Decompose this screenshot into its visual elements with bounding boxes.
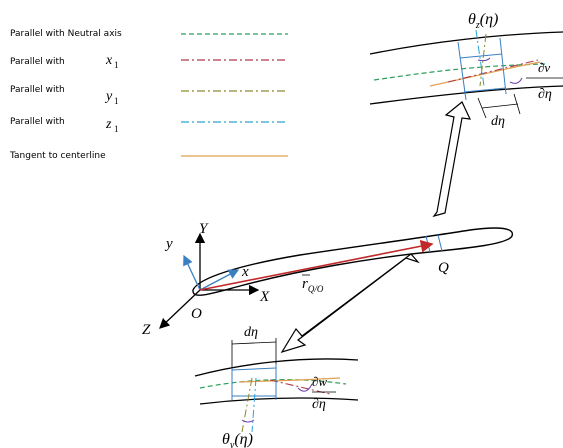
origin-label: O [191,306,202,322]
axis-Z-label: Z [142,322,151,338]
bottom-inset-neutral-axis [199,379,347,389]
theta-z-sub: z [475,20,480,31]
legend-label-tangent: Tangent to centerline [9,151,106,161]
legend-item-z1: Parallel with z 1 [10,117,288,134]
bottom-inset-deta-dimension [231,341,277,345]
local-axes: y x [164,236,249,291]
top-inset-z1-line [475,29,485,87]
legend-item-x1: Parallel with x 1 [10,53,288,70]
beam-outline [192,227,513,296]
bottom-inset-z1-line [251,377,257,433]
top-zoom-inset: dη θz(η) ∂v ∂η [369,11,563,129]
dw-numerator: ∂w [312,374,327,389]
bottom-inset-tangent [239,377,341,383]
theta-y-sub: y [229,440,235,448]
legend-symbol-x: x [105,53,113,68]
r-vector-label: rQ/O [302,276,324,294]
legend-symbol-y: y [104,89,113,104]
hollow-arrow-down [280,253,420,354]
local-y-label: y [164,236,173,252]
bottom-inset-slope-arc [297,383,313,392]
arrow-to-top-inset [432,101,472,218]
theta-y-arg: (η) [234,431,253,448]
legend-label-x1: Parallel with [10,57,65,67]
legend-symbol-z: z [105,117,112,132]
legend: Parallel with Neutral axis Parallel with… [9,29,288,161]
theta-y-label: θy(η) [222,431,253,448]
axis-Y-label: Y [199,221,209,237]
hollow-arrow-up [432,101,472,218]
legend-item-neutral-axis: Parallel with Neutral axis [10,29,288,39]
theta-z-base: θ [468,11,476,28]
local-x-arrow [199,269,240,291]
top-inset-section-right [499,37,507,95]
dv-numerator: ∂v [538,60,550,75]
beam-section-right [437,234,443,252]
legend-label-y1: Parallel with [10,85,65,95]
legend-item-y1: Parallel with y 1 [10,85,288,106]
bottom-inset-y1-line [241,377,253,433]
top-inset-y1-line [479,33,487,87]
r-q-o-vector [199,239,434,291]
r-vector-main: r [302,276,308,292]
bottom-zoom-inset: dη ∂w ∂η θy(η) [194,325,359,448]
r-vector-sub: Q/O [308,284,324,294]
theta-z-arg: (η) [480,11,499,28]
position-vector: rQ/O Q [199,239,449,294]
bottom-inset-deta-label: dη [244,325,258,340]
bottom-inset-lower-edge [199,397,359,405]
top-inset-deta-label: dη [491,114,505,129]
top-inset-section-left [457,41,467,101]
theta-y-base: θ [222,431,230,448]
top-inset-tangent [429,61,541,87]
legend-label-z1: Parallel with [10,117,65,127]
local-x-label: x [241,264,249,280]
top-inset-slope-arc [509,77,523,84]
arrow-to-bottom-inset [280,253,420,354]
top-inset-section-top [459,53,503,59]
legend-sub-y: 1 [114,96,119,106]
top-inset-upper-edge [369,31,563,55]
dv-denominator: ∂η [538,87,552,102]
dw-denominator: ∂η [312,397,326,412]
bottom-inset-theta-arc [241,419,255,423]
legend-sub-z: 1 [114,124,119,134]
main-beam [192,227,513,296]
bottom-inset-upper-edge [194,358,359,377]
global-axes: Y X Z O [142,221,270,338]
local-y-arrow [183,254,201,291]
top-inset-lower-edge [369,85,563,105]
point-q-label: Q [438,260,449,276]
top-inset-neutral-axis [373,63,546,81]
legend-sub-x: 1 [114,60,119,70]
top-inset-theta-arc [477,57,491,62]
top-inset-deta-dimension [481,103,519,109]
axis-X-label: X [259,289,270,305]
theta-z-label: θz(η) [468,11,498,31]
legend-item-tangent: Tangent to centerline [9,151,288,161]
legend-label-neutral-axis: Parallel with Neutral axis [10,29,122,39]
axis-Z-arrow [159,289,201,329]
bottom-inset-section-top [231,367,277,371]
top-inset-section-bottom [463,87,507,93]
